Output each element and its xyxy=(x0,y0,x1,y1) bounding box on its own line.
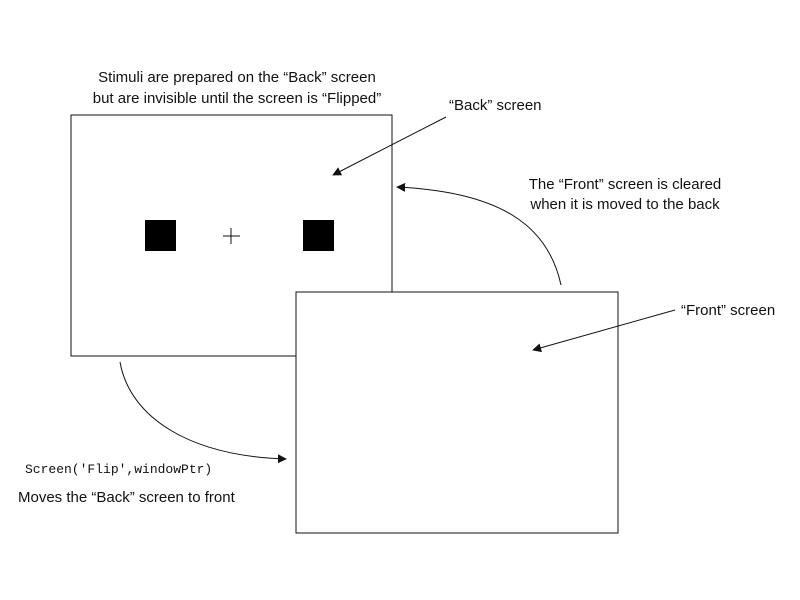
flip-description: Moves the “Back” screen to front xyxy=(18,489,236,506)
cleared-note-line-2: when it is moved to the back xyxy=(529,196,720,213)
front-screen-label: “Front” screen xyxy=(681,302,775,319)
left-stimulus-square xyxy=(145,220,176,251)
flip-command: Screen('Flip',windowPtr) xyxy=(25,462,212,477)
front-screen xyxy=(295,291,619,534)
back-screen-label: “Back” screen xyxy=(449,97,542,114)
caption-line-2: but are invisible until the screen is “F… xyxy=(93,90,381,107)
right-stimulus-square xyxy=(303,220,334,251)
fixation-cross-icon xyxy=(223,228,240,244)
back-to-front-curved-arrow xyxy=(119,361,287,464)
back-screen-pointer-arrow xyxy=(332,116,447,176)
caption-line-1: Stimuli are prepared on the “Back” scree… xyxy=(98,69,376,86)
front-screen-pointer-arrow xyxy=(532,309,676,353)
cleared-note-line-1: The “Front” screen is cleared xyxy=(529,176,722,193)
front-to-back-curved-arrow xyxy=(396,182,562,286)
